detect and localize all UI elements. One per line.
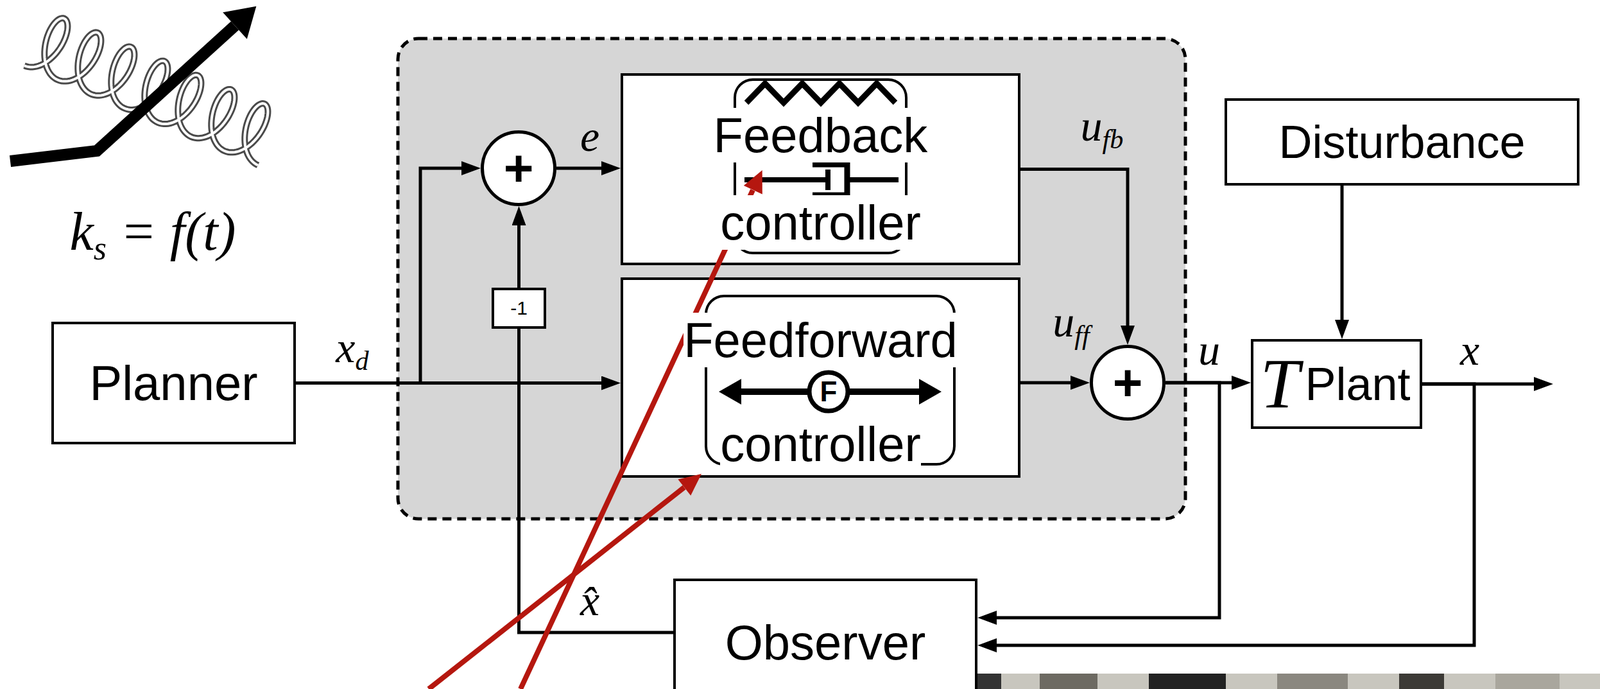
pointer-line [428, 487, 685, 689]
signal-wire [556, 166, 615, 171]
text-wrap: Observer [725, 614, 927, 671]
symbol-part: u [1080, 101, 1103, 151]
text-wrap: Disturbance [1278, 115, 1525, 169]
photo [1039, 673, 1098, 689]
subscript: fb [1102, 123, 1124, 155]
photo [1399, 673, 1445, 689]
photo [951, 673, 1600, 689]
icon-frame [734, 79, 907, 253]
signal-wire [1020, 381, 1084, 385]
text-wrap: + [503, 138, 534, 198]
spring-coil-outline [24, 17, 268, 165]
symbol-part: x [335, 322, 355, 372]
gain-box: -1 [491, 287, 547, 329]
pointer-head [743, 170, 763, 195]
subscript: ff [1074, 319, 1090, 350]
photo [1277, 673, 1348, 689]
symbol-part: k [69, 201, 94, 262]
summing-junction: + [1089, 344, 1166, 421]
signal-wire [517, 211, 521, 288]
controller-region [397, 38, 1186, 519]
force-symbol: F [820, 377, 838, 406]
text-wrap: Planner [89, 354, 259, 411]
signal-label: x [1460, 327, 1480, 372]
node-text: Planner [89, 355, 259, 411]
process-box: Planner [51, 321, 296, 445]
signal-label: ufb [1080, 103, 1124, 154]
subscript: s [93, 229, 107, 267]
spring-coil [24, 17, 268, 165]
output-arrow [1422, 382, 1548, 386]
node-text: -1 [510, 297, 528, 319]
text-wrap: Plant [1304, 357, 1411, 411]
signal-label: uff [1052, 299, 1090, 350]
symbol-part: u [1052, 297, 1075, 346]
node-text: + [1112, 353, 1144, 411]
symbol-part: = f(t) [106, 201, 236, 262]
signal-label: x̂ [580, 578, 600, 622]
red-pointer-arrows [428, 170, 763, 689]
plant-symbol: T [1259, 348, 1299, 420]
force-circle [809, 372, 848, 411]
subscript: d [355, 345, 370, 376]
signal-label: e [580, 114, 600, 158]
node-text: + [503, 139, 534, 197]
damper-rod [744, 169, 899, 190]
icon-frame [705, 295, 955, 465]
text-wrap: -1 [510, 297, 528, 320]
disturbance-box: Disturbance [1224, 98, 1580, 186]
node-text: Disturbance [1278, 116, 1525, 168]
text-wrap: + [1112, 352, 1144, 413]
pointer-head [677, 473, 702, 496]
stiffness-formula: ks = f(t) [69, 204, 237, 266]
signal-label: xd [335, 325, 369, 375]
force-arrow-head [718, 378, 742, 405]
increase-arrow-head [222, 6, 257, 40]
photo [1495, 673, 1560, 689]
spring-symbol [746, 83, 896, 103]
summing-junction: + [480, 130, 557, 207]
signal-label: u [1198, 327, 1221, 372]
increase-arrow [10, 25, 235, 162]
signal-wire [1340, 185, 1344, 334]
photo [1148, 673, 1226, 689]
node-text: Observer [725, 614, 927, 670]
photo-strip [951, 673, 1600, 689]
variable-spring-icon [10, 6, 268, 166]
pointer-line [520, 189, 753, 689]
force-icon [705, 295, 955, 465]
observer-box: Observer [673, 578, 978, 689]
force-arrow-head [919, 378, 942, 405]
damper-cylinder [812, 164, 848, 196]
signal-wire [295, 168, 475, 384]
spring-damper-icon [734, 79, 907, 253]
node-text: Plant [1304, 358, 1411, 410]
